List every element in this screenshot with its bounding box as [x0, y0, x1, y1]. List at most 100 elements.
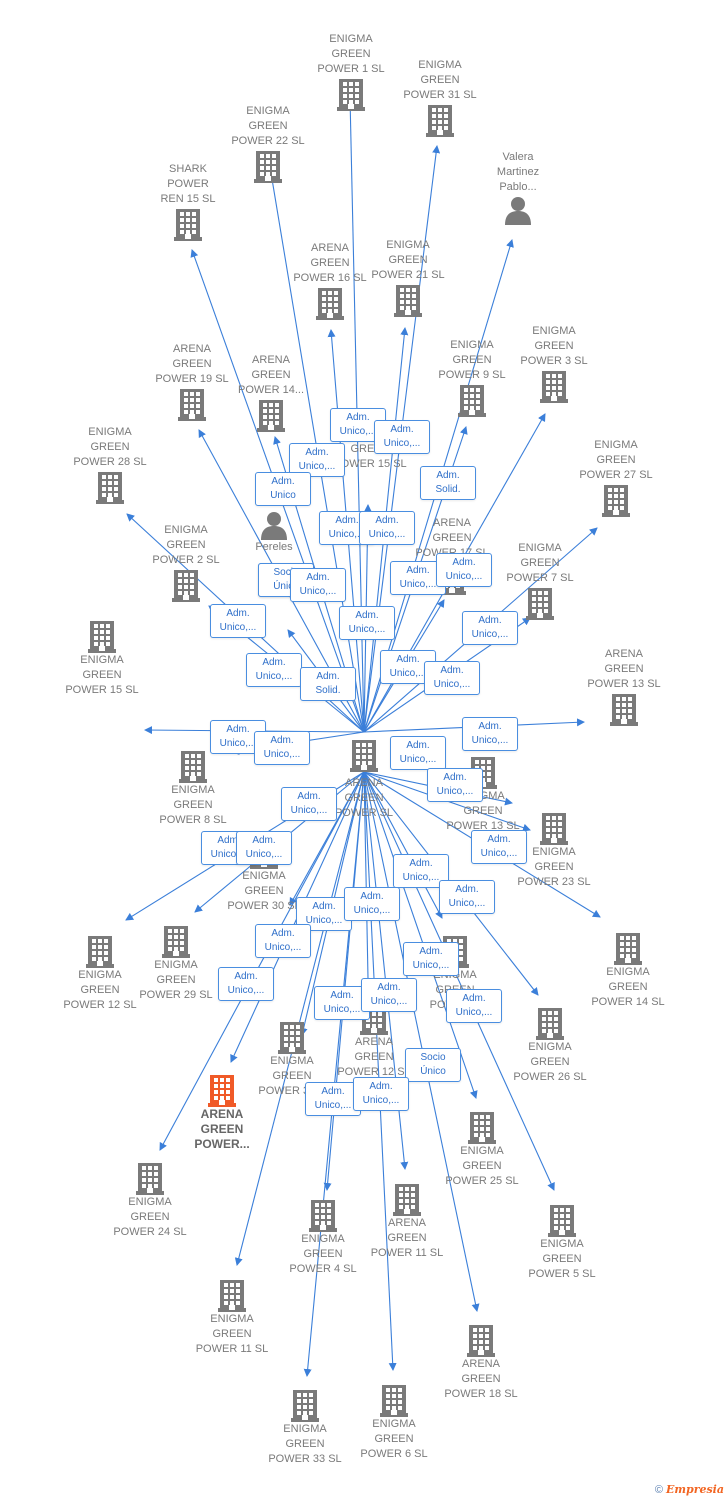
node-n3[interactable]: ENIGMA GREEN POWER 22 SL — [218, 104, 318, 183]
node-n38[interactable]: ENIGMA GREEN POWER 11 SL — [182, 1278, 282, 1357]
node-n19[interactable]: ENIGMA GREEN POWER 15 SL — [52, 619, 152, 698]
relation-badge[interactable]: Adm. Unico,... — [236, 831, 292, 865]
building-icon — [291, 1390, 319, 1422]
center-node-icon[interactable] — [349, 738, 379, 777]
node-label: ENIGMA GREEN POWER 2 SL — [152, 524, 220, 566]
center-node[interactable]: ARENA GREEN POWER SL — [314, 776, 414, 821]
node-n18[interactable]: ENIGMA GREEN POWER 7 SL — [490, 541, 590, 620]
node-label: ENIGMA GREEN POWER 30 SL — [227, 870, 301, 912]
relation-badge[interactable]: Adm. Unico,... — [471, 830, 527, 864]
node-label: ENIGMA GREEN POWER 28 SL — [73, 426, 147, 468]
node-n9[interactable]: ARENA GREEN POWER 19 SL — [142, 342, 242, 421]
relation-badge[interactable]: Socio Único — [405, 1048, 461, 1082]
node-n2[interactable]: ENIGMA GREEN POWER 31 SL — [390, 58, 490, 137]
node-n40[interactable]: ENIGMA GREEN POWER 33 SL — [255, 1388, 355, 1467]
node-n25[interactable]: ENIGMA GREEN POWER 12 SL — [50, 934, 150, 1013]
node-n41[interactable]: ENIGMA GREEN POWER 6 SL — [344, 1383, 444, 1462]
relation-badge[interactable]: Adm. Solid. — [420, 466, 476, 500]
relation-badge[interactable]: Adm. Unico,... — [446, 989, 502, 1023]
node-n26[interactable]: ENIGMA GREEN POWER 29 SL — [126, 924, 226, 1003]
node-n20[interactable]: ARENA GREEN POWER 13 SL — [574, 647, 674, 726]
building-icon — [301, 77, 401, 111]
edge-n29 — [363, 771, 443, 919]
node-n13[interactable]: ENIGMA GREEN POWER 28 SL — [60, 425, 160, 504]
node-label: ENIGMA GREEN POWER 15 SL — [65, 654, 139, 696]
building-icon — [602, 485, 630, 517]
relation-badge[interactable]: Adm. Unico,... — [210, 604, 266, 638]
node-n4[interactable]: SHARK POWER REN 15 SL — [138, 162, 238, 241]
node-n21[interactable]: ENIGMA GREEN POWER 8 SL — [143, 749, 243, 828]
building-icon — [179, 751, 207, 783]
node-label: ARENA GREEN POWER 13 SL — [587, 648, 661, 690]
copyright-symbol: © — [654, 1484, 663, 1496]
node-n33[interactable]: ENIGMA GREEN POWER 25 SL — [432, 1110, 532, 1189]
relation-badge[interactable]: Adm. Unico,... — [462, 717, 518, 751]
relation-badge[interactable]: Adm. Unico,... — [436, 553, 492, 587]
node-n6[interactable]: ARENA GREEN POWER 16 SL — [280, 241, 380, 320]
relation-badge[interactable]: Adm. Unico,... — [361, 978, 417, 1012]
node-n37[interactable]: ENIGMA GREEN POWER 5 SL — [512, 1203, 612, 1282]
node-n23[interactable]: ENIGMA GREEN POWER 23 SL — [504, 811, 604, 890]
node-label: ARENA GREEN POWER 14... — [237, 354, 305, 396]
person-icon — [505, 197, 531, 225]
center-node-label: ARENA GREEN POWER SL — [334, 777, 394, 819]
relation-badge[interactable]: Adm. Unico,... — [339, 606, 395, 640]
relation-badge[interactable]: Adm. Unico,... — [305, 1082, 361, 1116]
building-icon — [337, 79, 365, 111]
node-n34[interactable]: ENIGMA GREEN POWER 24 SL — [100, 1161, 200, 1240]
relation-badge[interactable]: Adm. Unico,... — [246, 653, 302, 687]
relation-badge[interactable]: Adm. Unico,... — [403, 942, 459, 976]
node-label: ARENA GREEN POWER 11 SL — [370, 1217, 444, 1259]
relation-badge[interactable]: Adm. Unico,... — [359, 511, 415, 545]
relation-badge[interactable]: Adm. Unico,... — [281, 787, 337, 821]
relation-badge[interactable]: Adm. Unico,... — [254, 731, 310, 765]
person-icon — [468, 195, 568, 225]
edge-n33 — [363, 771, 478, 1099]
relation-badge[interactable]: Adm. Unico,... — [255, 924, 311, 958]
brand-logo[interactable]: Empresia — [665, 1483, 724, 1496]
node-label: ENIGMA GREEN POWER 22 SL — [231, 105, 305, 147]
relation-badge[interactable]: Adm. Unico,... — [424, 661, 480, 695]
building-icon — [540, 813, 568, 845]
relation-badge[interactable]: Adm. Unico,... — [374, 420, 430, 454]
node-n12[interactable]: ENIGMA GREEN POWER 27 SL — [566, 438, 666, 517]
node-label: ENIGMA GREEN POWER 11 SL — [195, 1313, 269, 1355]
relation-badge[interactable]: Adm. Unico,... — [462, 611, 518, 645]
edge-n38 — [234, 771, 365, 1266]
relation-badge[interactable]: Adm. Unico,... — [290, 568, 346, 602]
relation-badge[interactable]: Adm. Solid. — [300, 667, 356, 701]
node-n15[interactable]: ENIGMA GREEN POWER 2 SL — [136, 523, 236, 602]
building-icon — [138, 207, 238, 241]
building-icon — [512, 1203, 612, 1237]
node-n36[interactable]: ARENA GREEN POWER 11 SL — [357, 1182, 457, 1261]
relation-badge[interactable]: Adm. Unico,... — [439, 880, 495, 914]
node-n10[interactable]: ARENA GREEN POWER 14... — [221, 353, 321, 432]
relation-badge[interactable]: Adm. Unico,... — [314, 986, 370, 1020]
node-n28[interactable]: ENIGMA GREEN POWER 26 SL — [500, 1006, 600, 1085]
building-icon — [422, 383, 522, 417]
node-n7[interactable]: ENIGMA GREEN POWER 21 SL — [358, 238, 458, 317]
building-icon — [566, 483, 666, 517]
node-n35[interactable]: ENIGMA GREEN POWER 4 SL — [273, 1198, 373, 1277]
node-n27[interactable]: ENIGMA GREEN POWER 14 SL — [578, 931, 678, 1010]
node-n11[interactable]: ENIGMA GREEN POWER 9 SL — [422, 338, 522, 417]
building-icon — [380, 1385, 408, 1417]
node-n32[interactable]: ARENA GREEN POWER... — [172, 1073, 272, 1152]
node-n16[interactable]: Pereles — [224, 510, 324, 555]
node-n39[interactable]: ARENA GREEN POWER 18 SL — [431, 1323, 531, 1402]
building-icon — [393, 1184, 421, 1216]
node-label: ENIGMA GREEN POWER 7 SL — [506, 542, 574, 584]
node-n8[interactable]: ENIGMA GREEN POWER 3 SL — [504, 324, 604, 403]
relation-badge[interactable]: Adm. Unico,... — [289, 443, 345, 477]
relation-badge[interactable]: Adm. Unico,... — [427, 768, 483, 802]
relation-badge[interactable]: Adm. Unico,... — [390, 736, 446, 770]
node-n5[interactable]: Valera Martinez Pablo... — [468, 150, 568, 225]
node-n1[interactable]: ENIGMA GREEN POWER 1 SL — [301, 32, 401, 111]
relation-badge[interactable]: Adm. Unico,... — [353, 1077, 409, 1111]
relation-badge[interactable]: Adm. Unico,... — [218, 967, 274, 1001]
node-label: ARENA GREEN POWER 19 SL — [155, 343, 229, 385]
relation-badge[interactable]: Adm. Unico — [255, 472, 311, 506]
relation-badge[interactable]: Adm. Unico,... — [344, 887, 400, 921]
edge-n34 — [159, 771, 365, 1151]
building-icon — [536, 1008, 564, 1040]
